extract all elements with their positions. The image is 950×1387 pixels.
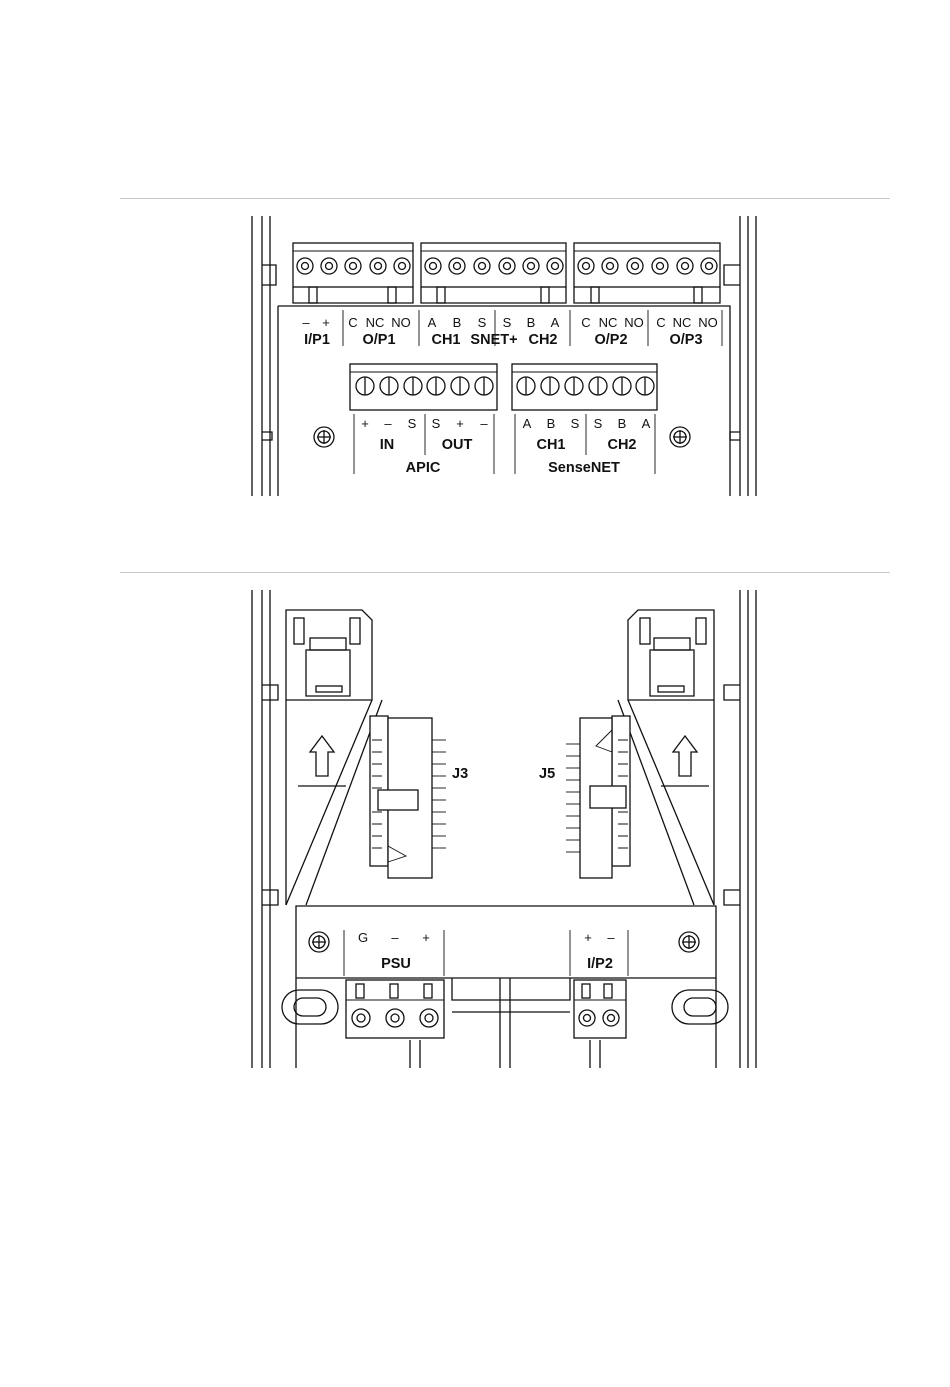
apic-out-pin-s: S — [432, 416, 441, 431]
apic-in-pin-s: S — [408, 416, 417, 431]
ip2-label: I/P2 — [587, 956, 613, 972]
psu-terminal-block — [346, 980, 444, 1038]
sensenet-title: SenseNET — [548, 460, 620, 476]
ip1-label: I/P1 — [304, 332, 330, 348]
sensenet-ch2-pin-s: S — [594, 416, 603, 431]
ch2-pin-b: B — [527, 315, 536, 330]
apic-in-pin-minus: – — [384, 416, 392, 431]
apic-out-pin-plus: + — [456, 416, 464, 431]
figure-1-terminal-board: – + C NC NO A B S S B A C NC NO C NC NO … — [252, 216, 756, 496]
psu-label: PSU — [381, 956, 411, 972]
mounting-screw-icon — [314, 427, 334, 447]
j5-label: J5 — [539, 766, 555, 782]
ch2-label: CH2 — [528, 332, 557, 348]
apic-in-label: IN — [380, 437, 395, 453]
ch2-pin-s: S — [503, 315, 512, 330]
left-latch — [286, 610, 382, 905]
sensenet-ch2-pin-b: B — [618, 416, 627, 431]
apic-terminal-block — [350, 364, 497, 410]
snet-plus-label: SNET+ — [470, 332, 517, 348]
op1-label: O/P1 — [362, 332, 395, 348]
mounting-screw-icon — [309, 932, 329, 952]
mounting-screw-icon — [679, 932, 699, 952]
psu-pin-plus: + — [422, 930, 430, 945]
mounting-screw-icon — [670, 427, 690, 447]
sensenet-ch2-pin-a: A — [642, 416, 651, 431]
op1-pin-nc: NC — [366, 315, 385, 330]
op3-pin-no: NO — [698, 315, 718, 330]
ch1-label: CH1 — [431, 332, 460, 348]
op3-label: O/P3 — [669, 332, 702, 348]
op1-pin-c: C — [348, 315, 357, 330]
op2-pin-nc: NC — [599, 315, 618, 330]
ip1-pin-plus: + — [322, 315, 330, 330]
top-terminal-blocks — [293, 243, 720, 303]
sensenet-terminal-block — [512, 364, 657, 410]
ip1-pin-minus: – — [302, 315, 310, 330]
sensenet-ch1-pin-b: B — [547, 416, 556, 431]
sensenet-ch1-label: CH1 — [536, 437, 565, 453]
j5-connector — [566, 716, 630, 878]
j3-label: J3 — [452, 766, 468, 782]
op3-pin-c: C — [656, 315, 665, 330]
apic-out-label: OUT — [442, 437, 473, 453]
apic-title: APIC — [406, 460, 441, 476]
right-latch — [618, 610, 714, 905]
ch2-pin-a: A — [551, 315, 560, 330]
ip2-terminal-block — [574, 980, 626, 1038]
sensenet-ch1-pin-s: S — [571, 416, 580, 431]
ch1-pin-a: A — [428, 315, 437, 330]
op2-pin-no: NO — [624, 315, 644, 330]
ip2-pin-plus: + — [584, 930, 592, 945]
op2-pin-c: C — [581, 315, 590, 330]
op2-label: O/P2 — [594, 332, 627, 348]
psu-pin-g: G — [358, 930, 368, 945]
ch1-pin-s: S — [478, 315, 487, 330]
up-arrow-icon — [661, 736, 709, 786]
ip2-pin-minus: – — [607, 930, 615, 945]
psu-pin-minus: – — [391, 930, 399, 945]
figure-2-power-board: J3 J5 G – + PSU + – I/P2 — [252, 590, 756, 1068]
j3-connector — [370, 716, 446, 878]
apic-out-pin-minus: – — [480, 416, 488, 431]
apic-in-pin-plus: + — [361, 416, 369, 431]
op3-pin-nc: NC — [673, 315, 692, 330]
op1-pin-no: NO — [391, 315, 411, 330]
sensenet-ch2-label: CH2 — [607, 437, 636, 453]
ch1-pin-b: B — [453, 315, 462, 330]
sensenet-ch1-pin-a: A — [523, 416, 532, 431]
